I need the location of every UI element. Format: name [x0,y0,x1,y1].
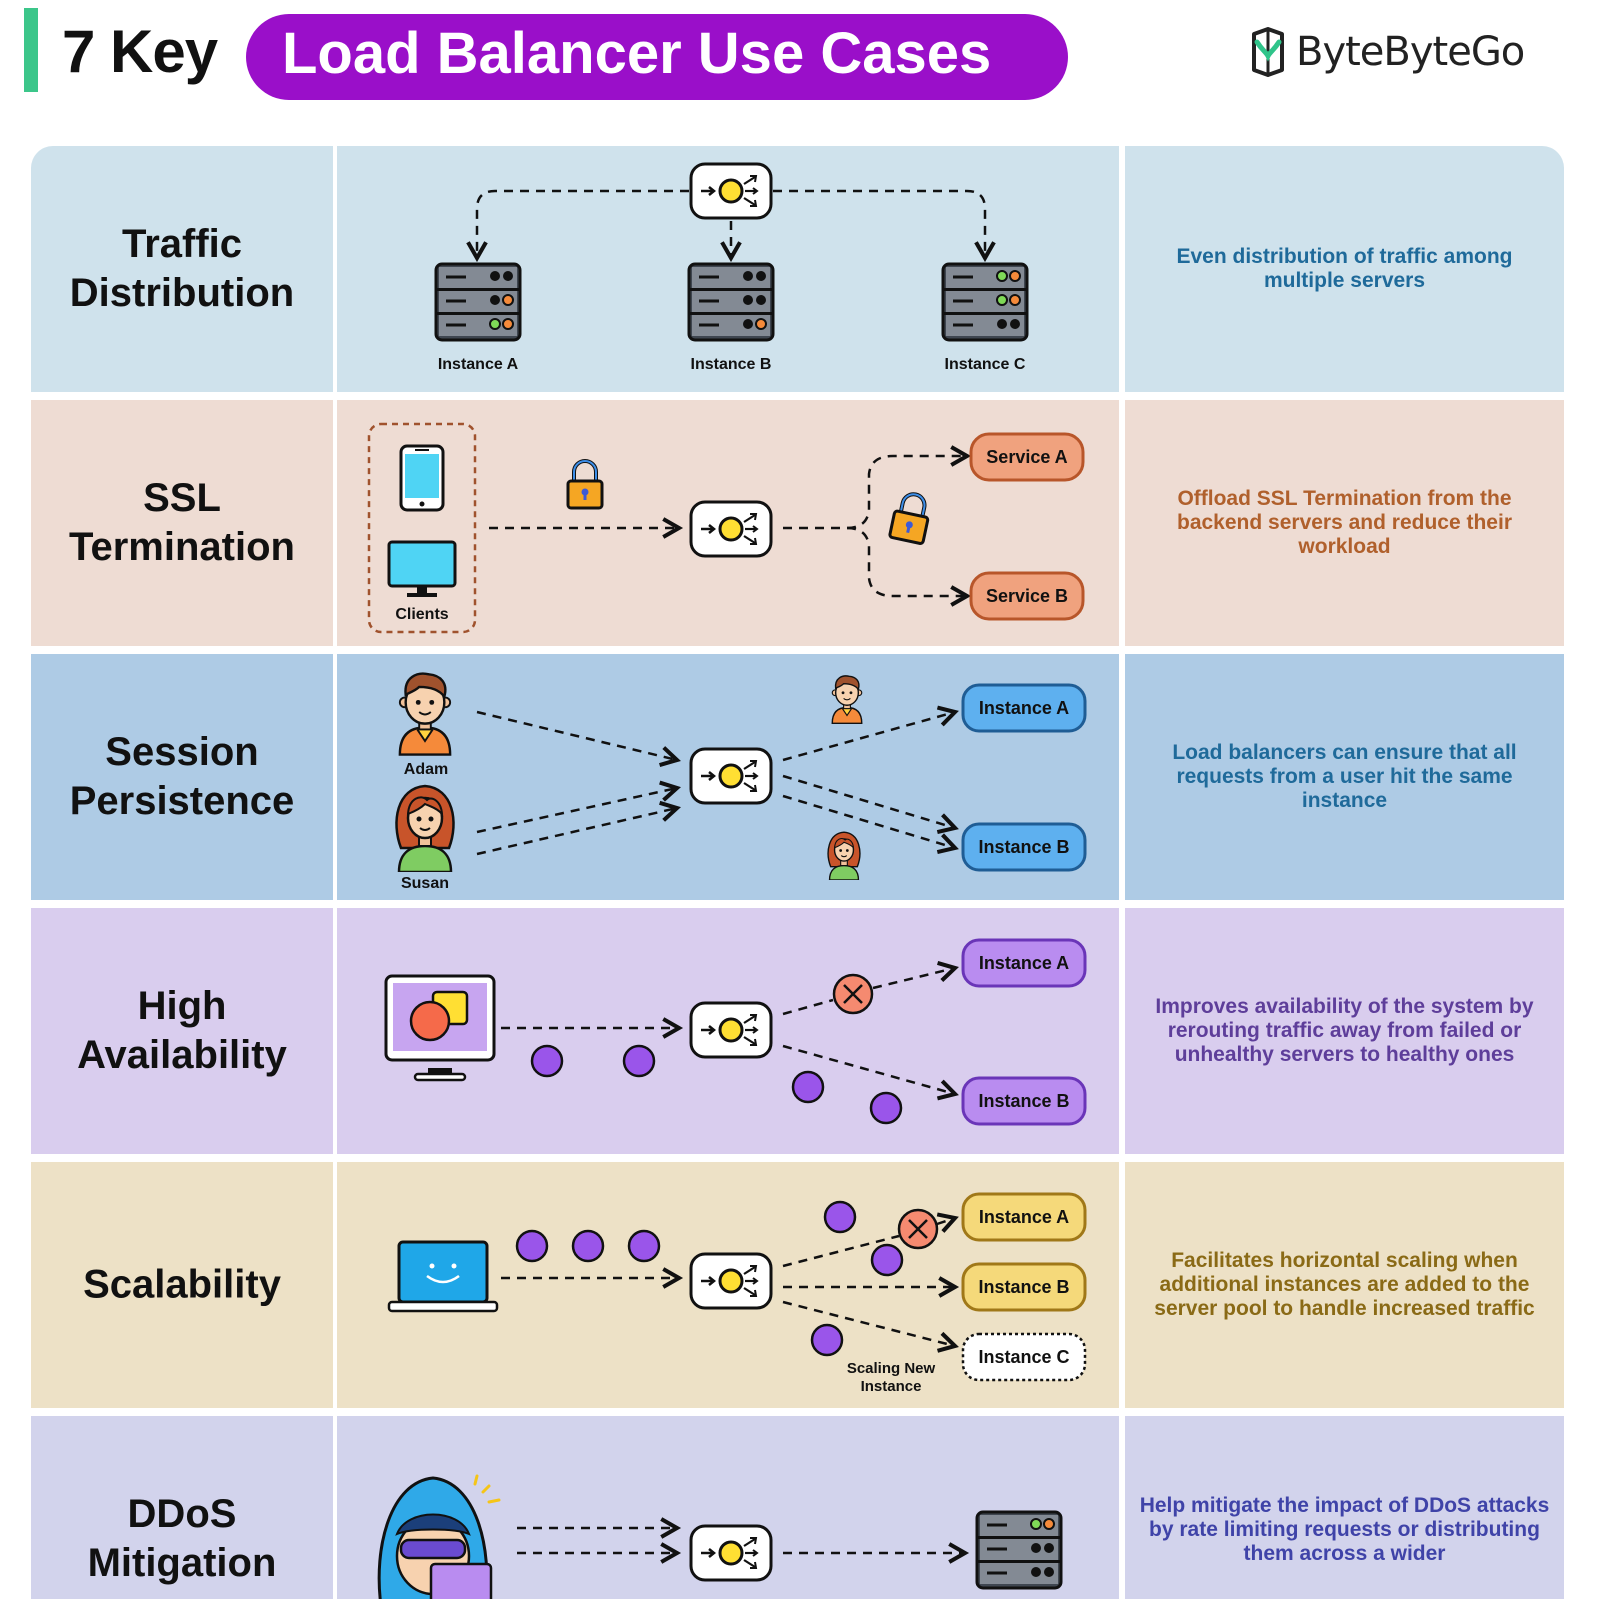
monitor-icon [387,540,457,597]
label-scaling-line1: Scaling New [847,1360,936,1377]
label-clients: Clients [395,606,448,623]
scalability-diagram: Scaling New Instance Instance A Instance… [387,1192,1087,1395]
diagram-cell: Instance A Instance B Instance C [337,146,1119,392]
label-instance-b: Instance B [978,837,1069,857]
title-pill [246,14,1068,100]
label-instance-c: Instance C [945,356,1026,373]
instance-b-box [961,1262,1087,1312]
availability-diagram: Instance A Instance B [384,938,1087,1126]
instance-a-box [961,938,1087,988]
server-icon-a [434,262,522,342]
server-icon-b [687,262,775,342]
lock-icon [566,459,604,510]
server-icon-c [941,262,1029,342]
brand-name: ByteByteGo [1296,29,1525,75]
adam-avatar-icon [398,672,452,756]
load-balancer-icon [689,1252,773,1310]
service-b-box [969,571,1085,621]
instance-a-box [961,683,1087,733]
load-balancer-icon [689,747,773,805]
accent-bar [24,8,38,92]
load-balancer-icon [689,500,773,558]
load-balancer-icon [689,1524,773,1582]
label-instance-b: Instance B [691,356,772,373]
label-adam: Adam [404,761,448,778]
hacker-icon [377,1474,501,1599]
laptop-icon [387,1240,499,1313]
diagram-cell: Adam Susan Instance A Instance B [337,654,1119,900]
clients-group [367,422,477,634]
adam-small-icon [831,675,863,724]
monitor-app-icon [384,974,496,1082]
row-description: Help mitigate the impact of DDoS attacks… [1139,1494,1550,1565]
instance-c-box [961,1332,1087,1382]
label-instance-b: Instance B [978,1277,1069,1297]
description-cell: Load balancers can ensure that all reque… [1125,654,1564,900]
traffic-diagram: Instance A Instance B Instance C [434,162,1029,373]
label-scaling-line2: Instance [861,1378,922,1395]
failed-x-icon [832,973,874,1015]
label-instance-a: Instance A [979,1207,1069,1227]
description-cell: Even distribution of traffic among multi… [1125,146,1564,392]
diagram-cell: Clients Service A Service B [337,400,1119,646]
label-service-a: Service A [986,447,1067,467]
service-a-box [969,432,1085,482]
label-instance-b: Instance B [978,1091,1069,1111]
row-description: Even distribution of traffic among multi… [1176,245,1513,292]
title-prefix: 7 Key [62,18,218,85]
phone-icon [399,444,445,512]
instance-b-box [961,822,1087,872]
instance-a-box [961,1192,1087,1242]
instance-b-box [961,1076,1087,1126]
row-title: Scalability [83,1262,281,1307]
label-instance-a: Instance A [979,698,1069,718]
description-cell: Facilitates horizontal scaling when addi… [1125,1162,1564,1408]
row-description: Load balancers can ensure that all reque… [1172,741,1517,812]
description-cell: Improves availability of the system by r… [1125,908,1564,1154]
row-scalability: Scalability [31,1162,1564,1408]
description-cell: Offload SSL Termination from the backend… [1125,400,1564,646]
row-description: Improves availability of the system by r… [1155,995,1534,1066]
susan-small-icon [827,831,861,880]
ssl-diagram: Clients Service A Service B [367,422,1085,634]
lock-open-icon [887,488,935,547]
diagram-cell: Instance A Instance B [337,908,1119,1154]
susan-avatar-icon [395,784,455,872]
diagram-cell: Scaling New Instance Instance A Instance… [337,1162,1119,1408]
ddos-diagram [377,1474,1063,1599]
load-balancer-icon [689,1001,773,1059]
description-cell: Help mitigate the impact of DDoS attacks… [1125,1416,1564,1599]
row-title-cell: Scalability [31,1162,333,1408]
session-diagram: Adam Susan Instance A Instance B [395,672,1087,892]
failed-x-icon [897,1208,939,1250]
brand-logo: ByteByteGo [1248,22,1525,82]
label-instance-a: Instance A [979,953,1069,973]
label-service-b: Service B [986,586,1068,606]
diagram-cell [337,1416,1119,1599]
page-title: Load Balancer Use Cases [282,21,992,86]
label-instance-a: Instance A [438,356,519,373]
load-balancer-icon [689,162,773,220]
label-instance-c: Instance C [978,1347,1069,1367]
row-description: Offload SSL Termination from the backend… [1177,487,1512,558]
server-icon [975,1510,1063,1590]
label-susan: Susan [401,875,449,892]
row-description: Facilitates horizontal scaling when addi… [1154,1249,1535,1320]
bytebytego-logo-icon [1252,27,1284,77]
